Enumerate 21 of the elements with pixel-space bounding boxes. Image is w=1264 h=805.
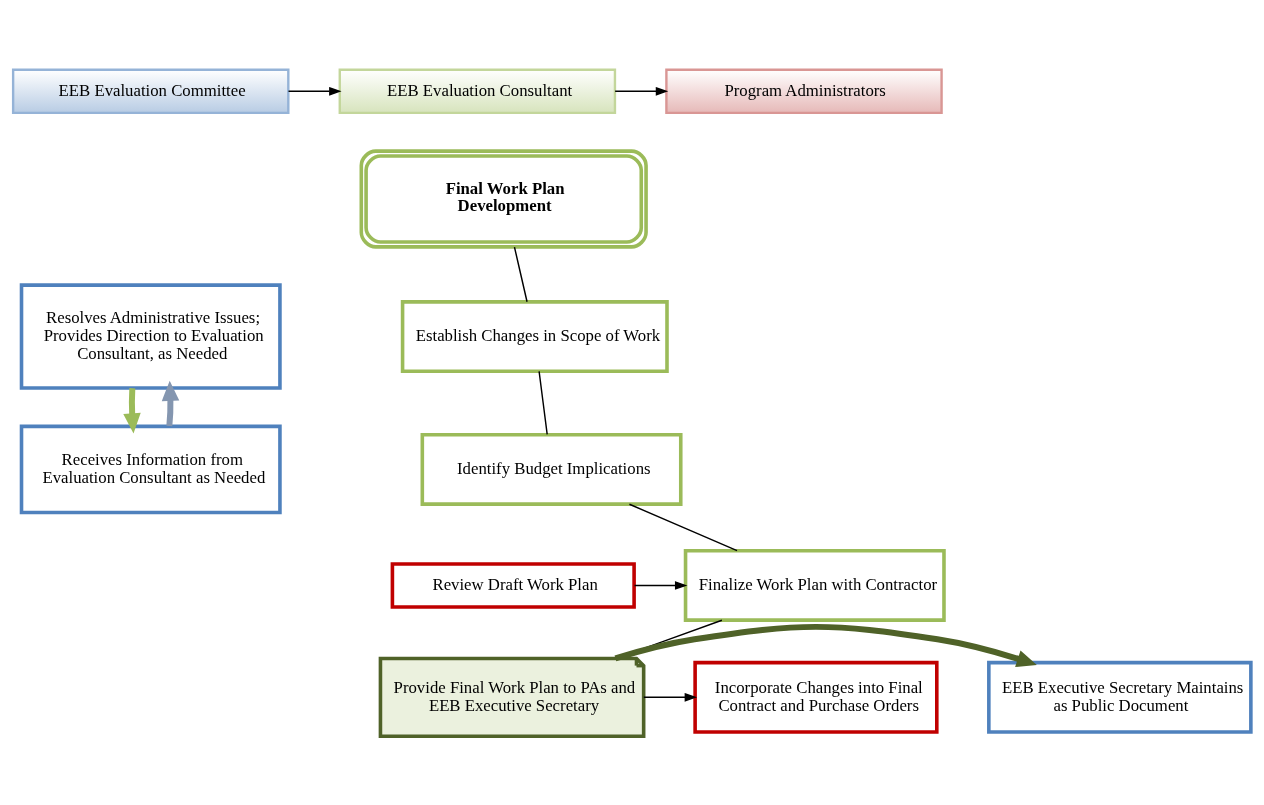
arrow — [643, 692, 698, 702]
node-box: Review Draft Work Plan — [390, 561, 636, 609]
node-box: Receives Information from Evaluation Consultant as Needed — [19, 424, 282, 514]
arrow — [123, 387, 141, 433]
node-box: Incorporate Changes into Final Contract and Purchase Orders — [693, 660, 939, 734]
node-box: Establish Changes in Scope of Work — [400, 299, 669, 373]
connector — [538, 370, 548, 435]
arrow — [161, 380, 180, 426]
node-box: EEB Evaluation Committee — [11, 68, 290, 114]
node-box: Final Work Plan Development — [359, 148, 648, 249]
node-box: EEB Evaluation Consultant — [338, 68, 617, 114]
connector — [513, 245, 528, 302]
arrow — [633, 580, 688, 590]
node-box: Identify Budget Implications — [420, 432, 683, 506]
connector — [628, 503, 738, 551]
node-box: Resolves Administrative Issues; Provides Direction to Evaluation Consultant, as Needed — [19, 282, 282, 390]
node-box: Program Administrators — [665, 68, 943, 114]
arrow — [287, 86, 342, 96]
arrow — [614, 86, 669, 96]
node-box: EEB Executive Secretary Maintains as Public Document — [987, 660, 1253, 734]
node-box: Finalize Work Plan with Contractor — [683, 548, 946, 622]
